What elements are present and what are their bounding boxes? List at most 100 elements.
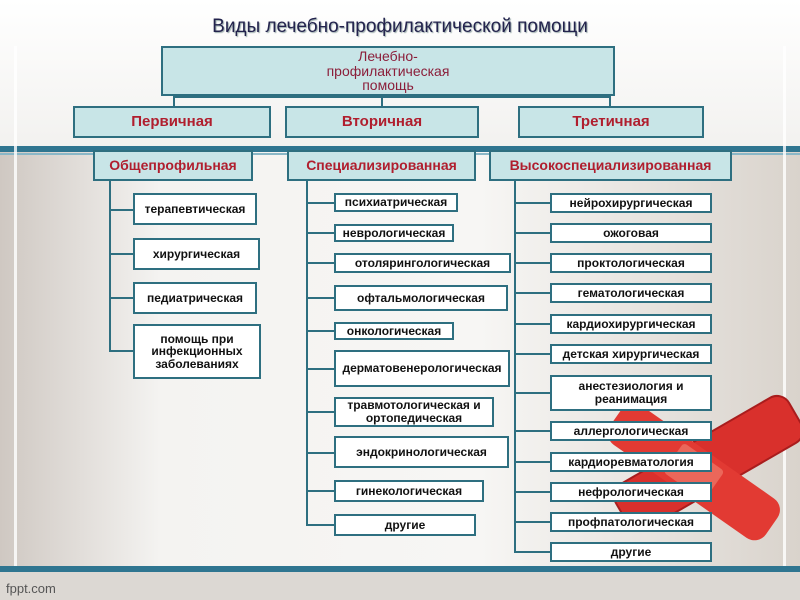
connector <box>306 452 335 454</box>
connector <box>109 253 135 255</box>
connector <box>609 96 611 108</box>
connector <box>306 181 308 526</box>
high-item-label: гематологическая <box>577 285 685 300</box>
level-primary-label: Первичная <box>131 113 213 131</box>
specialized-item-label: онкологическая <box>346 323 442 338</box>
connector <box>306 411 335 413</box>
root-label: Лечебно-профилактическая помощь <box>326 47 450 94</box>
decor-stripe-top <box>0 146 800 152</box>
level-tertiary-label: Третичная <box>572 113 650 131</box>
frame-right <box>783 46 786 566</box>
connector <box>306 232 335 234</box>
specialized-item-label: психиатрическая <box>344 195 448 210</box>
high-item-label: нефрологическая <box>578 484 684 499</box>
high-item: кардиохирургическая <box>550 314 712 334</box>
level-secondary: Вторичная <box>285 106 479 138</box>
general-item: педиатрическая <box>133 282 257 314</box>
connector <box>514 521 551 523</box>
high-item: аллергологическая <box>550 421 712 441</box>
connector <box>173 96 611 98</box>
connector <box>514 491 551 493</box>
general-item: терапевтическая <box>133 193 257 225</box>
specialized-item: психиатрическая <box>334 193 458 212</box>
specialized-item: гинекологическая <box>334 480 484 502</box>
specialized-item-label: отоляринголо­гическая <box>354 255 491 270</box>
specialized-item: травмотологическая и ортопедическая <box>334 397 494 427</box>
connector <box>381 96 383 108</box>
specialized-item-label: другие <box>384 517 426 532</box>
level-secondary-label: Вторичная <box>341 113 423 131</box>
specialized-item: отоляринголо­гическая <box>334 253 511 273</box>
connector <box>514 430 551 432</box>
high-item-label: детская хирургическая <box>562 346 700 361</box>
high-item-label: аллергологическая <box>573 423 689 438</box>
general-item: хирургическая <box>133 238 260 270</box>
general-item-label: педиатрическая <box>146 290 243 305</box>
specialized-item: онкологическая <box>334 322 454 340</box>
high-item: нефрологическая <box>550 482 712 502</box>
general-item-label: помощь при инфекционных заболеваниях <box>151 331 243 371</box>
connector <box>514 323 551 325</box>
connector <box>173 96 175 108</box>
high-item-label: нейрохирургическая <box>569 195 693 210</box>
level-primary: Первичная <box>73 106 271 138</box>
high-item-label: кардиоревматология <box>568 454 694 469</box>
specialized-item-label: травмотологическая и ортопедическая <box>347 398 481 425</box>
high-item: нейрохирургическая <box>550 193 712 213</box>
high-item-label: другие <box>610 544 652 559</box>
high-item: ожоговая <box>550 223 712 243</box>
root-box: Лечебно-профилактическая помощь <box>161 46 615 96</box>
connector <box>109 209 135 211</box>
connector <box>306 202 335 204</box>
page-title: Виды лечебно-профилактической помощи <box>212 16 588 37</box>
high-item: профпатологическая <box>550 512 712 532</box>
connector <box>306 330 335 332</box>
high-item-label: профпатологическая <box>567 514 695 529</box>
connector <box>514 353 551 355</box>
high-item: детская хирургическая <box>550 344 712 364</box>
connector <box>514 551 551 553</box>
decor-stripe-bottom <box>0 566 800 572</box>
level-tertiary: Третичная <box>518 106 704 138</box>
general-item-label: терапевтическая <box>144 201 246 216</box>
connector <box>514 461 551 463</box>
frame-left <box>14 46 17 566</box>
connector <box>306 490 335 492</box>
type-specialized: Специализированная <box>287 150 476 181</box>
high-item: другие <box>550 542 712 562</box>
general-item: помощь при инфекционных заболеваниях <box>133 324 261 379</box>
type-high-label: Высокоспециализированная <box>509 157 712 174</box>
footer-band <box>0 570 800 600</box>
specialized-item-label: офтальмологическая <box>357 290 485 305</box>
connector <box>109 181 111 352</box>
connector <box>514 202 551 204</box>
connector <box>514 232 551 234</box>
type-high: Высокоспециализированная <box>489 150 732 181</box>
connector <box>306 524 335 526</box>
connector <box>306 262 335 264</box>
connector <box>109 350 135 352</box>
connector <box>514 392 551 394</box>
specialized-item: эндокринологическая <box>334 436 509 468</box>
specialized-item-label: гинекологическая <box>355 483 463 498</box>
specialized-item-label: неврологическая <box>342 225 446 240</box>
high-item-label: кардиохирургическая <box>566 316 696 331</box>
specialized-item: офтальмологическая <box>334 285 508 311</box>
general-item-label: хирургическая <box>152 246 241 261</box>
brand-label: fppt.com <box>6 581 56 596</box>
specialized-item-label: эндокринологическая <box>356 444 487 459</box>
specialized-item-label: дерматовенерологическая <box>342 361 502 376</box>
high-item: проктологическая <box>550 253 712 273</box>
high-item-label: анестезиология и реанимация <box>578 379 684 406</box>
specialized-item: другие <box>334 514 476 536</box>
high-item: кардиоревматология <box>550 452 712 472</box>
type-general-label: Общепрофильная <box>109 157 237 174</box>
connector <box>109 297 135 299</box>
connector <box>306 368 335 370</box>
specialized-item: дерматовенерологическая <box>334 350 510 387</box>
connector <box>514 292 551 294</box>
type-general: Общепрофильная <box>93 150 253 181</box>
high-item-label: проктологическая <box>577 255 685 270</box>
type-specialized-label: Специализированная <box>306 157 457 174</box>
high-item: анестезиология и реанимация <box>550 375 712 411</box>
